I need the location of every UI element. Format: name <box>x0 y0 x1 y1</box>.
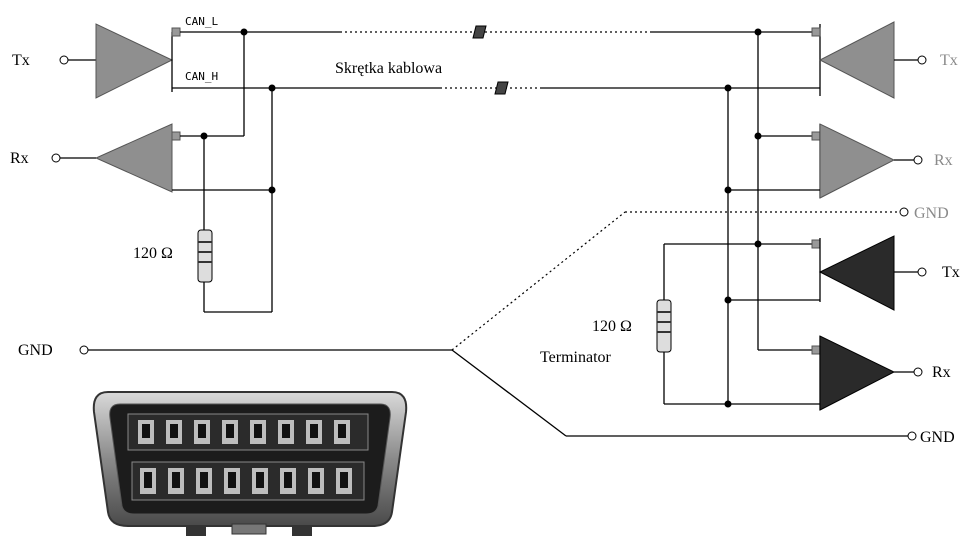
terminator-resistor <box>656 299 672 353</box>
left-rx-receiver <box>51 123 173 193</box>
right-rx-grey-label: Rx <box>934 152 953 169</box>
right-gnd-grey-label: GND <box>914 205 949 222</box>
right-tx-dark-terminal <box>917 267 927 277</box>
left-gnd-label: GND <box>18 342 53 359</box>
right-tx-grey-label: Tx <box>940 52 958 69</box>
right-gnd-grey-terminal <box>899 207 909 217</box>
left-rx-label: Rx <box>10 150 29 167</box>
right-rx-grey-amplifier <box>819 123 896 199</box>
can-l-label: CAN_L <box>185 15 218 28</box>
obd-connector-image <box>92 391 408 536</box>
terminator-label: Terminator <box>540 349 612 366</box>
right-rx-dark-amplifier <box>819 335 896 411</box>
left-resistor <box>197 229 213 283</box>
right-gnd-terminal <box>907 431 917 441</box>
cable-break-mark-top <box>472 25 487 39</box>
left-resistor-label: 120 Ω <box>133 245 173 262</box>
left-tx-terminal <box>59 55 69 65</box>
right-rx-grey-terminal <box>913 155 923 165</box>
right-tx-dark-amplifier <box>818 235 895 311</box>
left-gnd-terminal <box>79 345 89 355</box>
cable-break-mark-bottom <box>494 81 509 95</box>
left-rx-terminal <box>51 153 61 163</box>
terminator-resistance-label: 120 Ω <box>592 318 632 335</box>
right-tx-dark-label: Tx <box>942 264 960 281</box>
right-tx-grey-amplifier <box>818 21 895 99</box>
right-tx-grey-terminal <box>917 55 927 65</box>
twisted-pair-label: Skrętka kablowa <box>335 60 442 77</box>
left-tx-amplifier <box>95 23 174 99</box>
right-gnd-label: GND <box>920 429 955 446</box>
can-h-label: CAN_H <box>185 70 218 83</box>
left-rx-amplifier <box>94 123 173 193</box>
left-tx-driver <box>59 23 174 99</box>
right-rx-dark-terminal <box>913 367 923 377</box>
right-rx-dark-label: Rx <box>932 364 951 381</box>
left-tx-label: Tx <box>12 52 30 69</box>
